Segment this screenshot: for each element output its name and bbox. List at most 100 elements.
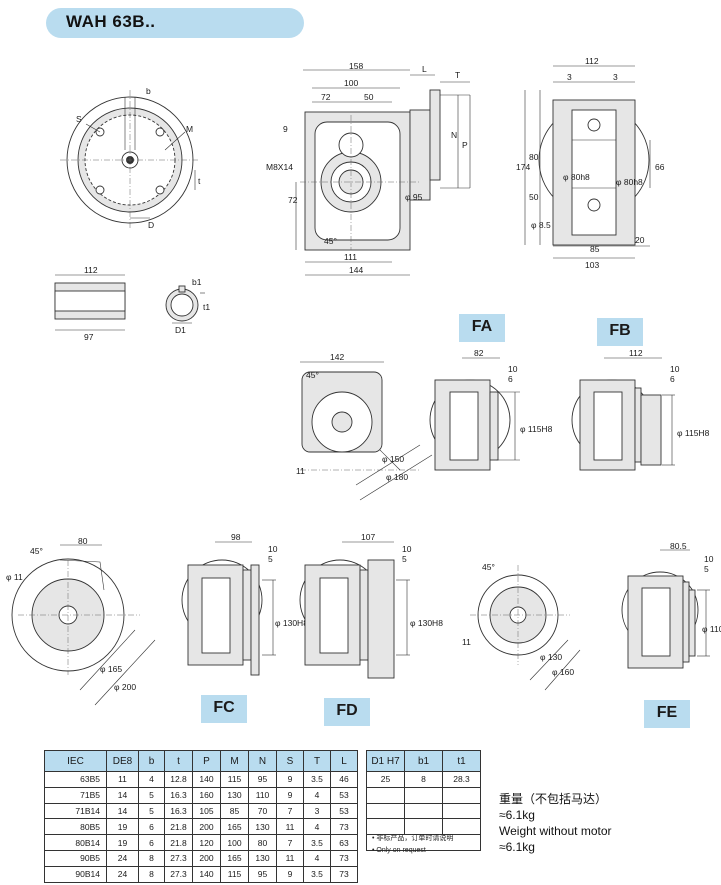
- label-fa-d150: φ 150: [382, 454, 404, 464]
- label-fe-d110: φ 110H8: [702, 624, 721, 634]
- label-fa-11: 11: [296, 466, 305, 476]
- table-cell: 11: [276, 849, 304, 867]
- label-p: P: [462, 140, 468, 150]
- right-housing-view: 112 3 3 174 80 50 φ 80h8 φ 80h8 66 φ 8.5…: [516, 56, 665, 270]
- note-cn: • 非标产品，订单时请说明: [372, 835, 454, 842]
- label-fc-d200: φ 200: [114, 682, 136, 692]
- table-cell: 63B5: [44, 771, 107, 788]
- label-fc-d11: φ 11: [6, 572, 23, 582]
- table-cell: 165: [220, 849, 249, 867]
- table-row: [366, 802, 481, 820]
- col-header: t: [164, 750, 193, 772]
- label-72: 72: [321, 92, 331, 102]
- table-cell: 8: [404, 771, 443, 788]
- col-header: IEC: [44, 750, 107, 772]
- fb-flange-view: 112 10 6 φ 115H8: [571, 348, 710, 471]
- table-cell: 3.5: [303, 865, 331, 883]
- label-fd-d130: φ 130H8: [410, 618, 443, 628]
- label-fb-6: 6: [670, 374, 675, 384]
- table-cell: 73: [330, 865, 358, 883]
- table-cell: 115: [220, 865, 249, 883]
- col-header: b: [138, 750, 165, 772]
- table-cell: 80B5: [44, 818, 107, 836]
- table-cell: 27.3: [164, 865, 193, 883]
- label-3b: 3: [613, 72, 618, 82]
- weight-en-label: Weight without motor: [499, 824, 612, 838]
- label-t-side: T: [455, 70, 460, 80]
- table-cell: 140: [192, 865, 221, 883]
- table-cell: 130: [220, 786, 249, 804]
- table-cell: 4: [303, 849, 331, 867]
- table-cell: 80B14: [44, 834, 107, 851]
- label-fc-d130: φ 130H8: [275, 618, 308, 628]
- table-cell: 7: [276, 834, 304, 851]
- label-50: 50: [364, 92, 374, 102]
- label-d1: D1: [175, 325, 186, 335]
- weight-en-value: ≈6.1kg: [499, 840, 535, 854]
- col-header: L: [330, 750, 358, 772]
- table-cell: 73: [330, 849, 358, 867]
- label-m: M: [186, 124, 193, 134]
- table-cell: 5: [138, 786, 165, 804]
- table-cell: 80: [248, 834, 277, 851]
- label-fb-d115: φ 115H8: [677, 428, 710, 438]
- table-cell: 3: [303, 802, 331, 820]
- col-header: D1 H7: [366, 750, 405, 772]
- table-cell: 95: [248, 771, 277, 788]
- note-en: • Only on request: [372, 847, 426, 854]
- label-d80-left: φ 80h8: [563, 172, 590, 182]
- table-cell: 28.3: [442, 771, 481, 788]
- table-cell: 6: [138, 834, 165, 851]
- table-cell: 24: [106, 849, 139, 867]
- label-fe-80-5: 80.5: [670, 541, 687, 551]
- label-20: 20: [635, 235, 645, 245]
- label-t: t: [198, 176, 201, 186]
- table-cell: 71B5: [44, 786, 107, 804]
- label-shaft-112: 112: [84, 265, 98, 275]
- label-fa-10: 10: [508, 364, 518, 374]
- table-cell: 16.3: [164, 786, 193, 804]
- table-cell: 160: [192, 786, 221, 804]
- col-header: b1: [404, 750, 443, 772]
- label-85: 85: [590, 244, 600, 254]
- label-fe-45: 45°: [482, 562, 495, 572]
- table-row: [366, 786, 481, 804]
- table-cell: 25: [366, 771, 405, 788]
- fd-flange-view: 107 10 5 φ 130H8: [299, 532, 443, 679]
- fa-flange-view: 142 45° 11 φ 150 φ 180 82 10 6 φ 115H8: [296, 348, 553, 501]
- label-fe-10: 10: [704, 554, 714, 564]
- fc-flange-view: 80 45° φ 11 φ 165 φ 200 98 10 5 φ 130H8: [6, 532, 308, 706]
- title-bar: WAH 63B..: [46, 8, 304, 38]
- table-cell: 9: [276, 786, 304, 804]
- label-fc-45: 45°: [30, 546, 43, 556]
- table-row: [366, 818, 481, 836]
- label-fa-d180: φ 180: [386, 472, 408, 482]
- table-cell: 3.5: [303, 771, 331, 788]
- table-cell: 8: [138, 865, 165, 883]
- label-80: 80: [529, 152, 539, 162]
- view-tag-fe: FE: [644, 700, 690, 728]
- dimension-table-header: IEC DE8 b t P M N S T L: [44, 750, 358, 772]
- table-cell: 14: [106, 802, 139, 820]
- label-fc-10: 10: [268, 544, 278, 554]
- table-cell: 200: [192, 818, 221, 836]
- table-cell: 7: [276, 802, 304, 820]
- label-112: 112: [585, 56, 599, 66]
- label-d: D: [148, 220, 154, 230]
- view-tag-fd: FD: [324, 698, 370, 726]
- col-header: t1: [442, 750, 481, 772]
- label-fd-107: 107: [361, 532, 375, 542]
- label-45: 45°: [324, 236, 337, 246]
- label-fb-10: 10: [670, 364, 680, 374]
- table-cell: 53: [330, 786, 358, 804]
- table-cell: 24: [106, 865, 139, 883]
- table-cell: 4: [138, 771, 165, 788]
- table-cell: 71B14: [44, 802, 107, 820]
- label-fa-82: 82: [474, 348, 484, 358]
